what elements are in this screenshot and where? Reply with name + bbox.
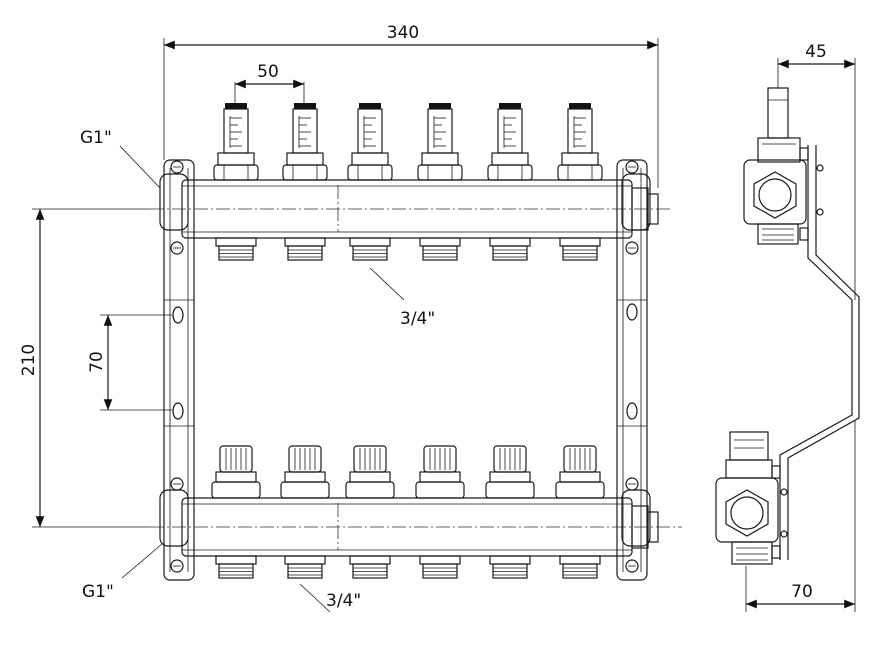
header-spacing-label: 210: [19, 344, 39, 376]
outlet-fitting-top: [284, 237, 326, 261]
side-depth-top-label: 45: [805, 42, 827, 62]
valve-knob: [415, 445, 465, 499]
dimension-bracket-hole-spacing: 70: [87, 314, 172, 411]
flowmeter: [417, 103, 463, 181]
callout-main-bottom: G1": [82, 543, 163, 602]
outlet-fitting-bottom: [559, 555, 601, 579]
outlet-fitting-top: [489, 237, 531, 261]
outlet-fitting-top: [419, 237, 461, 261]
valve-knob: [211, 445, 261, 499]
valve-knob: [485, 445, 535, 499]
flowmeter: [347, 103, 393, 181]
dimension-total-width: 340: [163, 23, 659, 188]
callout-outlet-bottom: 3/4": [299, 583, 361, 613]
dimension-outlet-spacing: 50: [234, 62, 305, 105]
flowmeter: [282, 103, 328, 181]
dimension-side-depth-top: 45: [777, 42, 856, 300]
left-mounting-bracket: [159, 159, 195, 581]
outlet-top-connection-label: 3/4": [400, 309, 435, 329]
outlet-fitting-top: [559, 237, 601, 261]
bottom-outlet-row: [215, 555, 601, 579]
right-mounting-bracket: [616, 159, 651, 581]
callout-main-top: G1": [80, 128, 161, 189]
main-bottom-connection-label: G1": [82, 582, 114, 602]
outlet-fitting-bottom: [419, 555, 461, 579]
side-depth-bottom-label: 70: [791, 582, 813, 602]
dimension-side-depth-bottom: 70: [745, 420, 856, 612]
total-width-label: 340: [387, 23, 419, 43]
flowmeter: [487, 103, 533, 181]
dimension-header-spacing: 210: [19, 208, 150, 528]
outlet-fitting-bottom: [349, 555, 391, 579]
callout-outlet-top: 3/4": [369, 267, 435, 329]
flowmeter: [557, 103, 603, 181]
bracket-hole-spacing-label: 70: [87, 351, 107, 373]
outlet-fitting-top: [215, 237, 257, 261]
flowmeter-row: [213, 103, 603, 181]
outlet-fitting-top: [349, 237, 391, 261]
valve-row: [211, 445, 605, 499]
side-view: [715, 87, 860, 565]
outlet-fitting-bottom: [215, 555, 257, 579]
outlet-fitting-bottom: [489, 555, 531, 579]
valve-knob: [345, 445, 395, 499]
outlet-spacing-label: 50: [257, 62, 279, 82]
outlet-bottom-connection-label: 3/4": [326, 591, 361, 611]
main-top-connection-label: G1": [80, 128, 112, 148]
front-view: [150, 103, 682, 581]
flowmeter: [213, 103, 259, 181]
valve-knob: [280, 445, 330, 499]
valve-knob: [555, 445, 605, 499]
top-outlet-row: [215, 237, 601, 261]
outlet-fitting-bottom: [284, 555, 326, 579]
